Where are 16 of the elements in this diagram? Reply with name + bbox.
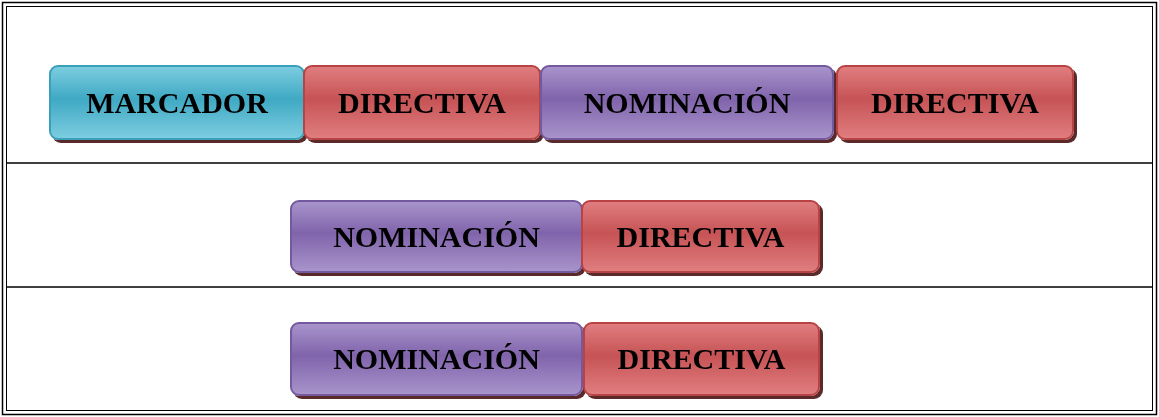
term-label: DIRECTIVA <box>338 85 506 120</box>
term-label: NOMINACIÓN <box>333 219 540 254</box>
term-label: DIRECTIVA <box>871 85 1039 120</box>
term-label: MARCADOR <box>86 85 268 120</box>
term-box <box>290 200 583 273</box>
term-label: NOMINACIÓN <box>333 342 540 376</box>
term-box <box>303 65 541 140</box>
term-label: DIRECTIVA <box>617 342 786 376</box>
term-box <box>836 65 1074 140</box>
term-box <box>290 322 583 396</box>
term-box <box>581 200 820 273</box>
term-label: NOMINACIÓN <box>583 85 791 120</box>
term-box <box>49 65 305 140</box>
term-label: DIRECTIVA <box>616 219 785 254</box>
term-box <box>540 65 834 140</box>
term-box <box>583 322 820 396</box>
